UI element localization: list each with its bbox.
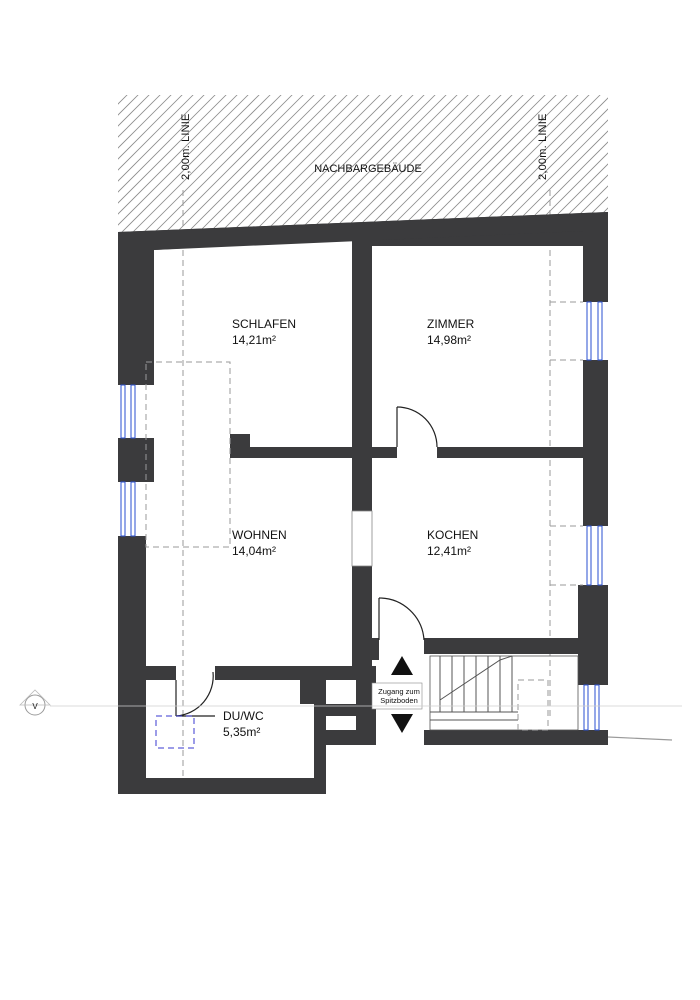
section-line-ext: [607, 736, 673, 741]
window-right-kochen: [583, 525, 608, 586]
wall-opening-wohnen-kochen: [351, 510, 373, 567]
access-box: [371, 682, 423, 710]
wall-kochen-bottom-stub: [372, 638, 379, 660]
window-left-upper: [118, 384, 154, 439]
section-marker: V: [19, 689, 51, 716]
outer-wall-left-3: [118, 536, 146, 794]
door-wc: [175, 671, 215, 717]
svg-text:V: V: [32, 702, 38, 711]
wall-wc-connector: [326, 704, 356, 716]
wall-center-upper: [352, 239, 372, 511]
outer-wall-left-2: [118, 438, 154, 482]
room-schlafen-name: SCHLAFEN: [232, 317, 296, 331]
room-wohnen-area: 14,04m²: [232, 544, 276, 558]
wall-wc-upper-block: [300, 680, 314, 704]
wall-zimmer-kochen-left: [372, 447, 397, 458]
arrow-down: [391, 714, 413, 733]
wall-schlafen-wohnen: [230, 447, 352, 458]
wall-zimmer-kochen-right: [437, 447, 583, 458]
room-zimmer-name: ZIMMER: [427, 317, 475, 331]
access-label-line2: Spitzboden: [380, 696, 418, 705]
window-left-lower: [118, 481, 154, 537]
door-zimmer: [396, 406, 438, 448]
wall-wohnen-bottom-left: [146, 666, 176, 680]
arrow-up: [391, 656, 413, 675]
neighbor-building-hatch: [118, 95, 608, 232]
outer-wall-bottom-left: [118, 778, 326, 794]
staircase: [429, 655, 579, 731]
room-wohnen-name: WOHNEN: [232, 528, 287, 542]
wall-kochen-bottom: [424, 638, 583, 654]
room-kochen-name: KOCHEN: [427, 528, 478, 542]
outer-wall-top-main: [118, 212, 608, 252]
room-schlafen-area: 14,21m²: [232, 333, 276, 347]
room-kochen-area: 12,41m²: [427, 544, 471, 558]
neighbor-building-label: NACHBARGEBÄUDE: [314, 163, 422, 175]
room-zimmer-area: 14,98m²: [427, 333, 471, 347]
door-kochen: [378, 597, 425, 641]
height-line-right-label: 2,00m. LINIE: [537, 113, 549, 180]
wall-wohnen-bottom-right: [215, 666, 376, 680]
room-duwc-name: DU/WC: [223, 709, 264, 723]
window-right-zimmer: [583, 301, 608, 361]
wall-bottom-right: [424, 730, 608, 745]
room-duwc-area: 5,35m²: [223, 725, 260, 739]
wall-stair-column: [356, 678, 376, 745]
outer-wall-right-1: [583, 215, 608, 302]
wall-schlafen-stub: [230, 434, 250, 458]
height-line-left-label: 2,00m. LINIE: [180, 113, 192, 180]
dashed-bay-left: [145, 361, 231, 548]
outer-wall-right-3: [578, 585, 608, 685]
outer-wall-right-2: [583, 360, 608, 526]
access-label-line1: Zugang zum: [378, 687, 420, 696]
window-right-stair: [578, 684, 608, 731]
shower-marker: [155, 715, 195, 749]
outer-wall-left-1: [118, 240, 154, 385]
wall-center-lower: [352, 566, 372, 678]
wall-wc-right: [314, 680, 326, 794]
